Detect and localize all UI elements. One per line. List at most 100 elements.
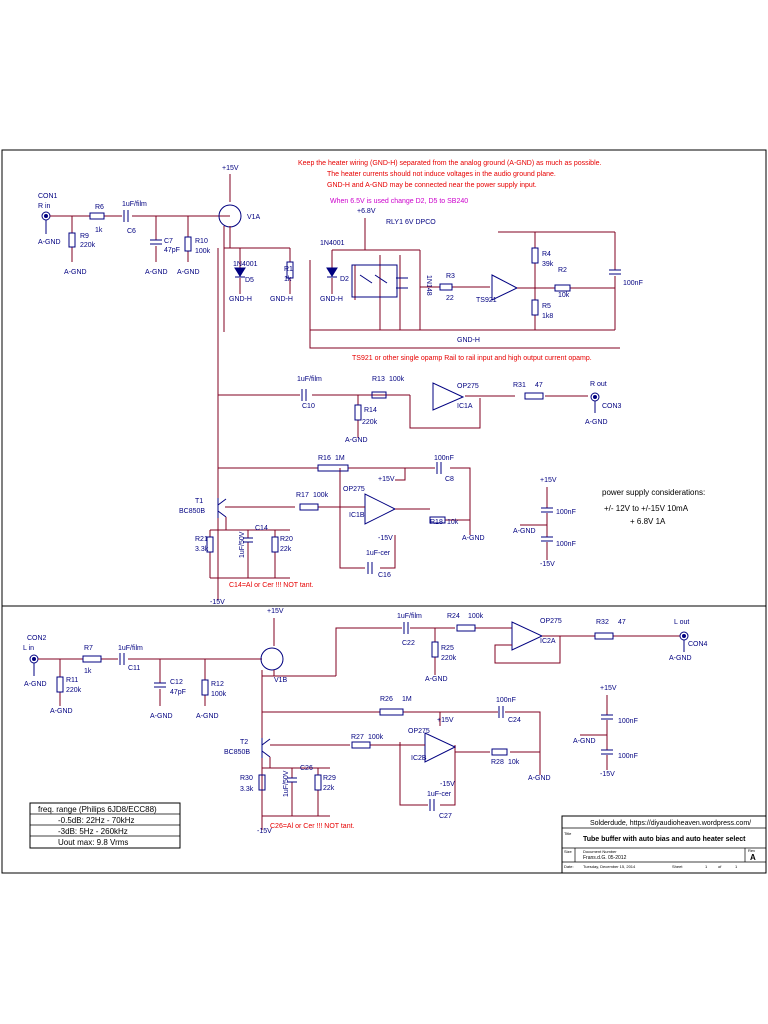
svg-text:22k: 22k [280, 546, 292, 553]
svg-text:1N4001: 1N4001 [320, 240, 345, 247]
schematic-title: Tube buffer with auto bias and auto heat… [583, 836, 746, 843]
svg-text:100nF: 100nF [618, 718, 638, 725]
svg-text:R31: R31 [513, 382, 526, 389]
svg-text:R24: R24 [447, 613, 460, 620]
svg-text:D5: D5 [245, 277, 254, 284]
svg-text:1uF/film: 1uF/film [397, 613, 422, 620]
agnd-r9: A-GND [64, 269, 87, 276]
svg-text:T1: T1 [195, 498, 203, 505]
svg-text:of: of [718, 864, 722, 869]
svg-text:R27: R27 [351, 734, 364, 741]
sheet-border [1, 149, 767, 874]
svg-text:R6: R6 [95, 204, 104, 211]
svg-text:+15V: +15V [437, 717, 454, 724]
agnd-r11: A-GND [50, 708, 73, 715]
psu1-cap2 [541, 536, 553, 542]
svg-text:R5: R5 [542, 303, 551, 310]
power-line1: +/- 12V to +/-15V 10mA [604, 504, 689, 513]
svg-text:10k: 10k [558, 292, 570, 299]
svg-text:1N148: 1N148 [425, 275, 432, 296]
agnd-r25: A-GND [425, 676, 448, 683]
v1b-tube [260, 647, 284, 671]
note-heater-2: The heater currents should not induce vo… [327, 171, 556, 178]
r4-resistor [531, 247, 539, 264]
r21-resistor [206, 536, 214, 553]
svg-text:1uF/film: 1uF/film [297, 376, 322, 383]
svg-text:-15V: -15V [257, 828, 272, 835]
svg-text:1M: 1M [335, 455, 345, 462]
svg-text:C7: C7 [164, 238, 173, 245]
svg-text:C16: C16 [378, 572, 391, 579]
svg-text:1: 1 [735, 864, 738, 869]
svg-text:C27: C27 [439, 813, 452, 820]
svg-text:39k: 39k [542, 261, 554, 268]
svg-text:C10: C10 [302, 403, 315, 410]
r31-resistor [524, 392, 544, 400]
svg-text:R10: R10 [195, 238, 208, 245]
svg-text:-15V: -15V [378, 535, 393, 542]
svg-text:10k: 10k [447, 519, 459, 526]
c11-capacitor [119, 653, 125, 665]
r1-resistor [286, 261, 294, 279]
svg-text:Frans.d.G. 05-2012: Frans.d.G. 05-2012 [583, 855, 627, 861]
svg-text:C26: C26 [300, 765, 313, 772]
svg-text:CON4: CON4 [688, 641, 708, 648]
c14-capacitor [243, 537, 253, 543]
svg-text:R7: R7 [84, 645, 93, 652]
lin-label: L in [23, 645, 34, 652]
svg-text:47: 47 [535, 382, 543, 389]
svg-text:R25: R25 [441, 645, 454, 652]
svg-text:R3: R3 [446, 273, 455, 280]
title-block: Solderdude, https://diyaudioheaven.wordp… [561, 815, 767, 874]
r13-resistor [371, 391, 387, 399]
svg-text:3.3k: 3.3k [195, 546, 209, 553]
svg-text:1uF/film: 1uF/film [122, 201, 147, 208]
svg-text:100k: 100k [195, 248, 211, 255]
svg-text:R29: R29 [323, 775, 336, 782]
r26-resistor [379, 708, 404, 716]
t1-transistor [217, 498, 227, 518]
svg-text:Sheet: Sheet [672, 864, 683, 869]
gndh-d2: GND-H [320, 296, 343, 303]
svg-text:3.3k: 3.3k [240, 786, 254, 793]
svg-text:47: 47 [618, 619, 626, 626]
c12-capacitor [154, 682, 166, 688]
svg-text:RLY1: RLY1 [386, 219, 403, 226]
svg-text:1N4001: 1N4001 [233, 261, 258, 268]
r29-resistor [314, 774, 322, 791]
agnd-c12: A-GND [150, 713, 173, 720]
svg-text:R32: R32 [596, 619, 609, 626]
r24-resistor [456, 624, 476, 632]
note-opamp: TS921 or other single opamp Rail to rail… [352, 355, 592, 362]
note-c14: C14=Al or Cer !!! NOT tant. [229, 582, 314, 589]
svg-text:L out: L out [674, 619, 689, 626]
d5-diode [234, 267, 246, 277]
agnd-con2: A-GND [24, 681, 47, 688]
rin-label: R in [38, 203, 51, 210]
agnd-r14: A-GND [345, 437, 368, 444]
svg-text:R12: R12 [211, 681, 224, 688]
svg-text:100k: 100k [368, 734, 384, 741]
psu2-cap1 [601, 714, 613, 720]
agnd-psu1: A-GND [513, 528, 536, 535]
svg-text:C11: C11 [128, 665, 140, 672]
svg-text:R28: R28 [491, 759, 504, 766]
r25-resistor [431, 641, 439, 658]
svg-text:OP275: OP275 [343, 486, 365, 493]
con1-label: CON1 [38, 193, 58, 200]
svg-text:C24: C24 [508, 717, 521, 724]
svg-text:C8: C8 [445, 476, 454, 483]
svg-text:IC1B: IC1B [349, 512, 365, 519]
svg-text:R11: R11 [66, 677, 78, 684]
svg-text:1M: 1M [402, 696, 412, 703]
r30-resistor [258, 774, 266, 791]
d2-diode [326, 267, 338, 277]
svg-text:IC2A: IC2A [540, 638, 556, 645]
svg-text:Size: Size [564, 849, 573, 854]
freq-range-box [29, 802, 181, 849]
ic1b-opamp [364, 493, 397, 525]
svg-text:100nF: 100nF [623, 280, 643, 287]
freq-line1: -0.5dB: 22Hz - 70kHz [58, 816, 134, 825]
svg-text:IC2B: IC2B [411, 755, 427, 762]
svg-text:R out: R out [590, 381, 607, 388]
